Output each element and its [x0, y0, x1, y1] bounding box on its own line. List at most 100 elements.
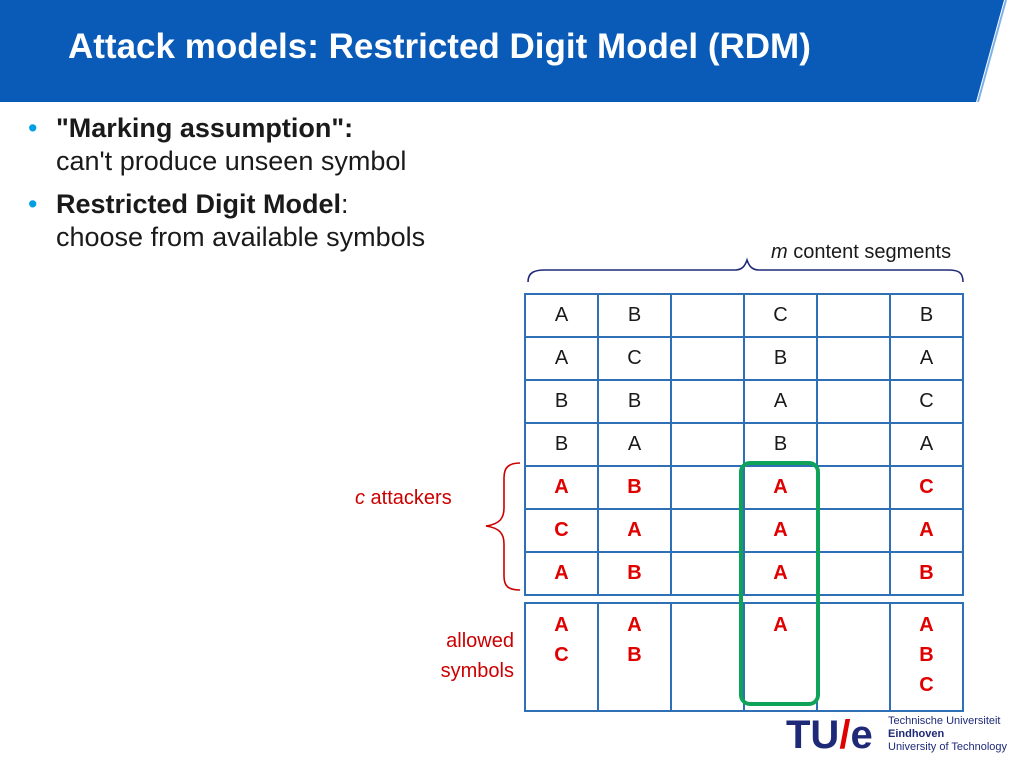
gap-cell: [598, 594, 671, 604]
attackers-variable: c: [355, 487, 365, 509]
allowed-symbol: A: [554, 614, 569, 636]
table-cell: B: [597, 551, 672, 596]
bullet-item: • Restricted Digit Model: choose from av…: [28, 188, 425, 254]
table-cell: B: [889, 551, 964, 596]
table-cell: A: [743, 508, 818, 553]
table-cell: A: [889, 336, 964, 381]
allowed-symbols-label: allowed symbols: [404, 626, 514, 686]
allowed-label-line: allowed: [446, 630, 514, 652]
table-cell: C: [743, 293, 818, 338]
allowed-symbol: B: [627, 644, 642, 666]
table-cell: [670, 551, 745, 596]
logo-mark-left: TU: [786, 713, 840, 757]
table-cell: B: [597, 293, 672, 338]
highlight-column-box: [739, 461, 820, 706]
table-cell: B: [524, 422, 599, 467]
table-cell: [670, 293, 745, 338]
allowed-symbol: B: [919, 644, 934, 666]
bullet-item: • "Marking assumption": can't produce un…: [28, 112, 425, 178]
table-cell: A: [743, 379, 818, 424]
table-cell: A: [524, 293, 599, 338]
gap-cell: [744, 594, 817, 604]
logo-line: University of Technology: [888, 741, 1008, 753]
bullet-list: • "Marking assumption": can't produce un…: [28, 112, 425, 264]
bullet-body: can't produce unseen symbol: [56, 146, 407, 176]
attackers-label: c attackers: [355, 487, 452, 510]
slide-title: Attack models: Restricted Digit Model (R…: [68, 27, 811, 66]
segments-label: m content segments: [771, 241, 951, 264]
table-cell: B: [743, 422, 818, 467]
table-cell: A: [524, 551, 599, 596]
gap-cell: [890, 594, 963, 604]
table-cell: [816, 465, 891, 510]
logo-mark-slash: /: [839, 713, 851, 757]
table-cell: A: [743, 465, 818, 510]
attackers-brace-icon: [485, 462, 521, 591]
table-cell: A: [524, 465, 599, 510]
logo-mark-right: e: [850, 713, 873, 757]
table-cell: B: [743, 336, 818, 381]
attackers-text: attackers: [365, 487, 452, 509]
table-cell: B: [889, 293, 964, 338]
table-cell: [816, 379, 891, 424]
title-banner: [0, 0, 1024, 102]
allowed-cell: A: [743, 602, 818, 712]
bullet-dot-icon: •: [28, 189, 38, 219]
bullet-body: choose from available symbols: [56, 222, 426, 252]
table-cell: [816, 293, 891, 338]
table-cell: A: [889, 508, 964, 553]
gap-cell: [525, 594, 598, 604]
allowed-cell: [670, 602, 745, 712]
logo-line: Technische Universiteit: [888, 715, 1001, 727]
table-cell: A: [597, 508, 672, 553]
table-cell: [816, 551, 891, 596]
logo-text: Technische Universiteit Eindhoven Univer…: [888, 715, 1007, 754]
allowed-cell: [816, 602, 891, 712]
allowed-symbol: C: [554, 644, 569, 666]
table-cell: B: [597, 465, 672, 510]
table-cell: [816, 336, 891, 381]
table-cell: C: [889, 379, 964, 424]
table-cell: B: [524, 379, 599, 424]
segments-text: content segments: [787, 241, 952, 263]
table-cell: B: [597, 379, 672, 424]
bullet-dot-icon: •: [28, 113, 38, 143]
table-cell: A: [743, 551, 818, 596]
logo-line: Eindhoven: [888, 728, 945, 740]
table-cell: C: [597, 336, 672, 381]
bullet-heading: Restricted Digit Model: [56, 189, 342, 219]
table-cell: [670, 465, 745, 510]
allowed-symbol: A: [919, 614, 934, 636]
table-cell: [670, 422, 745, 467]
bullet-heading: "Marking assumption":: [56, 113, 354, 143]
gap-cell: [817, 594, 890, 604]
table-cell: A: [524, 336, 599, 381]
table-cell: C: [524, 508, 599, 553]
logo-mark: TU/e: [786, 714, 873, 756]
segments-brace-icon: [527, 257, 964, 283]
segments-variable: m: [771, 241, 788, 263]
gap-cell: [671, 594, 744, 604]
table-cell: A: [889, 422, 964, 467]
table-cell: A: [597, 422, 672, 467]
table-cell: [670, 508, 745, 553]
allowed-symbol: A: [627, 614, 642, 636]
table-gap: [525, 594, 963, 604]
bullet-heading-line: Restricted Digit Model:: [56, 188, 425, 221]
table-cell: [670, 336, 745, 381]
allowed-label-line: symbols: [440, 660, 514, 682]
allowed-symbol: A: [773, 614, 788, 636]
